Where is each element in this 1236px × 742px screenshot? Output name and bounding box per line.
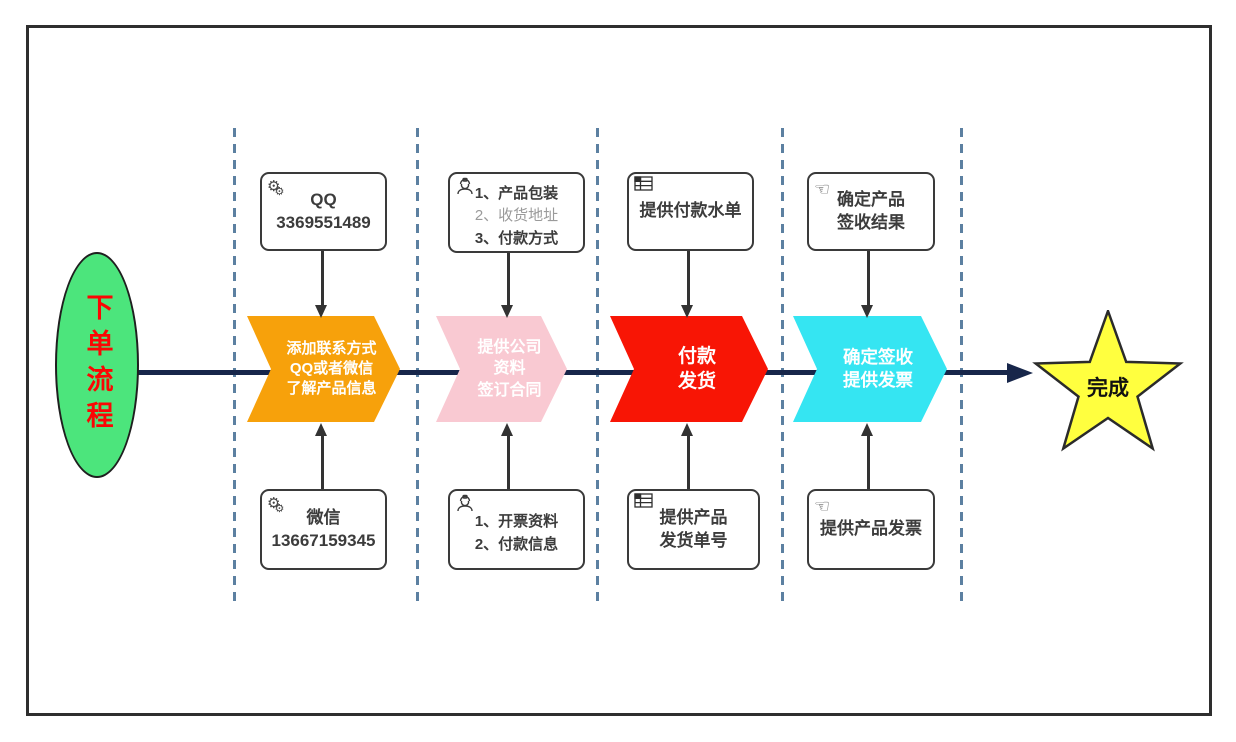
note-box-invoice-info: 1、开票资料 2、付款信息: [448, 489, 585, 570]
step-chevron-3: 付款 发货: [610, 316, 768, 422]
lane-divider-4: [781, 128, 784, 602]
note-wechat-line-2: 13667159345: [271, 530, 376, 550]
start-node-label: 下单流程: [82, 293, 113, 437]
note-package-list: 1、产品包装 2、收货地址 3、付款方式: [475, 183, 558, 251]
table-icon: [634, 176, 653, 199]
lane-divider-2: [416, 128, 419, 602]
note-box-wechat: ⚙⚙ 微信 13667159345: [260, 489, 387, 570]
step-1-line-2: QQ或者微信: [289, 360, 374, 378]
note-payment-slip-line-1: 提供付款水单: [639, 201, 742, 221]
start-node: 下单流程: [55, 252, 139, 478]
step-2-line-2: 资料: [493, 360, 526, 378]
note-package-line-1: 1、产品包装: [474, 184, 559, 202]
connector-down-4: [867, 251, 870, 307]
connector-down-4-arrowhead-icon: [861, 305, 873, 318]
note-invoice-line-1: 1、开票资料: [474, 513, 559, 530]
note-invoice-list: 1、开票资料 2、付款信息: [475, 511, 558, 556]
note-box-payment-slip: 提供付款水单: [627, 172, 754, 251]
end-star: [1032, 310, 1184, 452]
connector-up-3-arrowhead-icon: [681, 423, 693, 436]
connector-up-4: [867, 434, 870, 489]
lane-divider-3: [596, 128, 599, 602]
step-chevron-4: 确定签收 提供发票: [793, 316, 947, 422]
table-icon: [634, 493, 653, 516]
lane-divider-1: [233, 128, 236, 602]
step-2-line-3: 签订合同: [477, 381, 542, 399]
note-sign-result-line-1: 确定产品: [837, 189, 905, 209]
note-box-shipping-number: 提供产品 发货单号: [627, 489, 760, 570]
note-box-product-invoice: ☜ 提供产品发票: [807, 489, 935, 570]
connector-down-3-arrowhead-icon: [681, 305, 693, 318]
connector-down-2-arrowhead-icon: [501, 305, 513, 318]
pointing-hand-icon: ☜: [814, 179, 831, 199]
main-flow-line: [137, 370, 1010, 375]
step-2-line-1: 提供公司: [477, 339, 542, 357]
connector-down-3: [687, 251, 690, 307]
lane-divider-5: [960, 128, 963, 602]
step-3-line-1: 付款: [677, 345, 716, 367]
note-box-sign-result: ☜ 确定产品 签收结果: [807, 172, 935, 251]
step-4-line-2: 提供发票: [843, 370, 913, 390]
engineer-icon: [455, 493, 475, 521]
step-1-line-3: 了解产品信息: [286, 379, 377, 397]
gears-icon: ⚙⚙: [267, 178, 285, 198]
main-flow-arrowhead-icon: [1007, 363, 1033, 383]
note-package-line-3: 3、付款方式: [474, 229, 559, 247]
note-sign-result-line-2: 签收结果: [837, 212, 905, 232]
connector-up-1: [321, 434, 324, 489]
connector-down-1-arrowhead-icon: [315, 305, 327, 318]
connector-up-4-arrowhead-icon: [861, 423, 873, 436]
note-qq-line-1: QQ: [310, 189, 337, 209]
note-product-invoice-line-1: 提供产品发票: [820, 519, 922, 539]
connector-down-2: [507, 253, 510, 307]
connector-up-3: [687, 434, 690, 489]
connector-down-1: [321, 251, 324, 307]
note-qq-line-2: 3369551489: [276, 212, 371, 232]
connector-up-1-arrowhead-icon: [315, 423, 327, 436]
connector-up-2-arrowhead-icon: [501, 423, 513, 436]
note-box-package-info: 1、产品包装 2、收货地址 3、付款方式: [448, 172, 585, 253]
note-package-line-2: 2、收货地址: [474, 207, 559, 225]
note-shipping-line-1: 提供产品: [659, 507, 728, 527]
note-invoice-line-2: 2、付款信息: [474, 535, 559, 553]
step-3-line-2: 发货: [677, 371, 716, 392]
gears-icon: ⚙⚙: [267, 495, 285, 515]
pointing-hand-icon: ☜: [814, 496, 831, 516]
step-chevron-1: 添加联系方式 QQ或者微信 了解产品信息: [247, 316, 400, 422]
note-shipping-line-2: 发货单号: [659, 530, 728, 550]
step-4-line-1: 确定签收: [843, 346, 913, 367]
note-box-qq: ⚙⚙ QQ 3369551489: [260, 172, 387, 251]
end-star-label: 完成: [1087, 377, 1129, 400]
connector-up-2: [507, 434, 510, 489]
note-wechat-line-1: 微信: [306, 507, 341, 527]
engineer-icon: [455, 176, 475, 204]
step-1-line-1: 添加联系方式: [286, 340, 377, 358]
